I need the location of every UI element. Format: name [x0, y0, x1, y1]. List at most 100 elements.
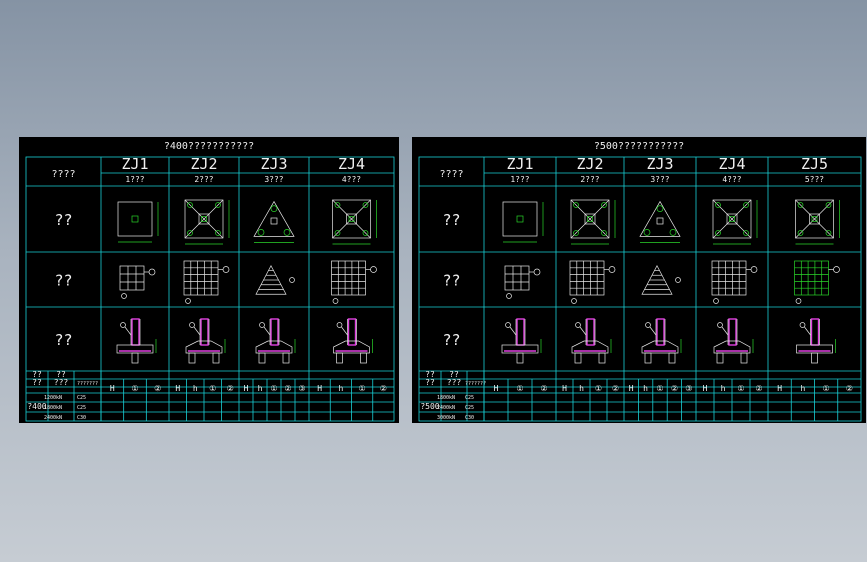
spec-col-head: H	[777, 384, 782, 393]
row-label-2: ??	[442, 331, 460, 349]
column-core	[811, 216, 818, 222]
callout-circle	[645, 322, 651, 328]
pile-stub	[516, 352, 524, 364]
pile-stub	[258, 352, 266, 364]
spec-col-head: ①	[737, 384, 744, 393]
spec-head: ??	[32, 378, 42, 387]
pile-circle	[187, 230, 193, 236]
spec-concrete: C30	[77, 415, 86, 421]
spec-col-head: ②	[227, 384, 234, 393]
leader	[193, 326, 201, 336]
pile-stub	[336, 352, 343, 364]
leader	[579, 326, 587, 336]
cap-plan-outline	[184, 199, 224, 239]
cap-section	[641, 340, 679, 354]
cap-section	[185, 340, 223, 354]
spec-col-head: ②	[846, 384, 853, 393]
spec-col-head: H	[703, 384, 708, 393]
spec-col-head: H	[175, 384, 180, 393]
row-label-0: ??	[54, 211, 72, 229]
callout-circle	[717, 322, 723, 328]
spec-head: ??	[449, 370, 459, 379]
leader	[124, 326, 132, 336]
column-code-ZJ4: ZJ4	[718, 155, 745, 173]
column-plan	[270, 217, 278, 225]
column-header-label: ????	[439, 169, 463, 180]
row-label-1: ??	[442, 272, 460, 290]
pile-circle	[362, 202, 369, 208]
spec-head: ??	[425, 378, 435, 387]
callout-circle	[713, 298, 719, 304]
callout-circle	[571, 298, 577, 304]
cap-section	[571, 340, 609, 354]
cap-plan-outline	[712, 199, 752, 239]
pile-stub	[740, 352, 748, 364]
column-sub-ZJ1: 1???	[510, 175, 529, 184]
drawing-ZJ5	[794, 199, 840, 364]
drawing-ZJ3	[253, 200, 296, 364]
cap-plan-outline	[117, 201, 153, 237]
pile-marker	[516, 215, 524, 223]
spec-side-label: ?500	[420, 402, 439, 411]
column-plan	[726, 213, 738, 225]
pile-circle	[187, 202, 193, 208]
column-rebar	[200, 318, 209, 346]
callout-circle	[799, 322, 806, 328]
row-label-1: ??	[54, 272, 72, 290]
callout-circle	[259, 322, 265, 328]
spec-col-head: ③	[685, 384, 692, 393]
spec-col-head: ①	[595, 384, 602, 393]
table-frame	[25, 156, 395, 422]
column-rebar	[728, 318, 737, 346]
pile-circle	[283, 229, 291, 236]
rebar-outline	[183, 260, 219, 296]
pile-circle	[362, 230, 369, 236]
drawing-ZJ4	[331, 199, 377, 364]
column-sub-ZJ2: 2???	[194, 175, 213, 184]
pile-circle	[669, 229, 677, 236]
callout-circle	[189, 322, 195, 328]
cap-plan-outline	[570, 199, 610, 239]
column-sub-ZJ1: 1???	[125, 175, 144, 184]
column-header-label: ????	[51, 169, 75, 180]
callout-circle	[608, 266, 616, 273]
pile-circle	[743, 230, 749, 236]
callout-circle	[505, 322, 511, 328]
callout-circle	[795, 298, 802, 304]
column-rebar	[347, 318, 357, 346]
pile-circle	[270, 205, 278, 212]
pile-stub	[716, 352, 724, 364]
spec-load: 2400kN	[437, 405, 455, 411]
spec-col-head: H	[244, 384, 249, 393]
callout-circle	[336, 322, 343, 328]
spec-load: 2400kN	[44, 415, 62, 421]
spec-head: ??	[56, 370, 66, 379]
spec-col-head: ①	[359, 384, 366, 393]
pile-circle	[573, 230, 579, 236]
cap-section	[501, 344, 539, 354]
spec-col-head: h	[579, 384, 584, 393]
diag	[570, 199, 610, 239]
pile-circle	[215, 230, 221, 236]
spec-head: ???????	[465, 381, 486, 387]
column-sub-ZJ4: 4???	[722, 175, 741, 184]
pile-circle	[656, 205, 664, 212]
leader	[649, 326, 657, 336]
column-code-ZJ3: ZJ3	[646, 155, 673, 173]
pile-circle	[825, 230, 832, 236]
column-rebar	[131, 318, 140, 346]
pile-circle	[573, 202, 579, 208]
callout-circle	[332, 298, 339, 304]
spec-col-head: h	[643, 384, 648, 393]
rebar-outline	[119, 265, 145, 291]
pile-circle	[215, 202, 221, 208]
cap-section	[796, 344, 833, 354]
column-sub-ZJ3: 3???	[650, 175, 669, 184]
pile-stub	[574, 352, 582, 364]
callout-circle	[148, 268, 156, 276]
pile-circle	[334, 230, 341, 236]
pile-stub	[811, 352, 818, 364]
